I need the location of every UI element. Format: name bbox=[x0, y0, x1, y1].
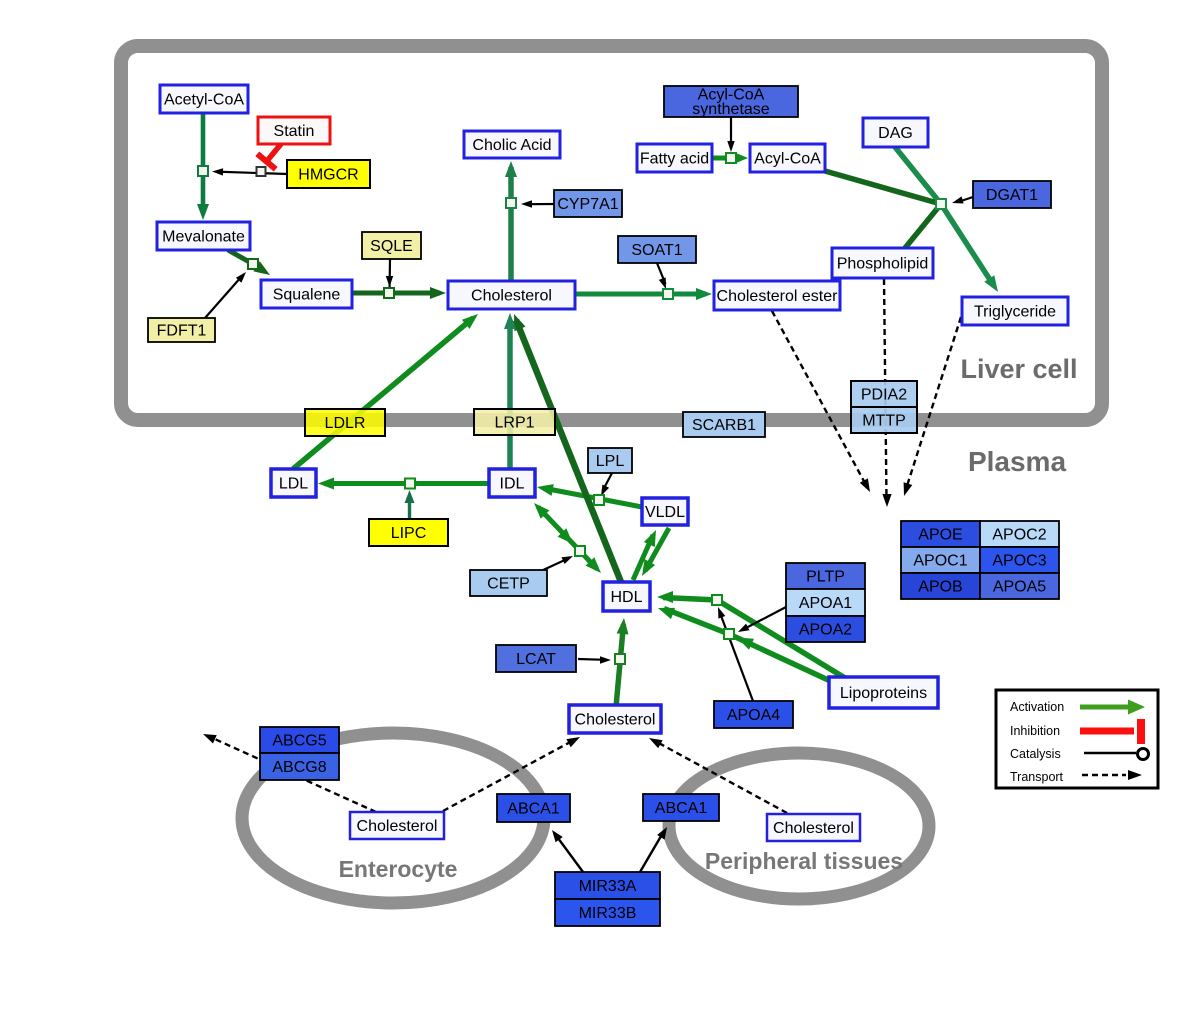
svg-text:Liver cell: Liver cell bbox=[960, 354, 1077, 384]
svg-text:Statin: Statin bbox=[274, 123, 315, 140]
svg-text:Enterocyte: Enterocyte bbox=[339, 856, 458, 882]
svg-text:LPL: LPL bbox=[596, 453, 625, 470]
svg-text:DGAT1: DGAT1 bbox=[986, 187, 1038, 204]
svg-text:Cholic Acid: Cholic Acid bbox=[472, 137, 551, 154]
svg-text:APOC2: APOC2 bbox=[992, 527, 1046, 544]
svg-text:APOA1: APOA1 bbox=[799, 595, 852, 612]
svg-text:LIPC: LIPC bbox=[391, 525, 427, 542]
svg-text:HDL: HDL bbox=[610, 589, 642, 606]
svg-text:MIR33A: MIR33A bbox=[579, 878, 637, 895]
svg-text:Lipoproteins: Lipoproteins bbox=[840, 685, 927, 702]
svg-text:Fatty acid: Fatty acid bbox=[640, 151, 709, 168]
svg-text:Plasma: Plasma bbox=[968, 446, 1066, 477]
svg-text:Cholesterol: Cholesterol bbox=[575, 712, 656, 729]
svg-text:Acyl-CoA: Acyl-CoA bbox=[698, 87, 765, 104]
svg-text:Triglyceride: Triglyceride bbox=[974, 304, 1056, 321]
svg-text:CETP: CETP bbox=[487, 576, 530, 593]
svg-text:Acetyl-CoA: Acetyl-CoA bbox=[164, 92, 244, 109]
svg-text:CYP7A1: CYP7A1 bbox=[557, 196, 618, 213]
svg-text:MIR33B: MIR33B bbox=[579, 905, 637, 922]
svg-text:HMGCR: HMGCR bbox=[298, 167, 358, 184]
svg-text:ABCG5: ABCG5 bbox=[272, 733, 326, 750]
svg-text:SOAT1: SOAT1 bbox=[631, 242, 682, 259]
svg-text:Transport: Transport bbox=[1010, 770, 1064, 784]
svg-text:Activation: Activation bbox=[1010, 700, 1064, 714]
svg-text:DAG: DAG bbox=[878, 125, 913, 142]
svg-text:SCARB1: SCARB1 bbox=[692, 417, 756, 434]
svg-text:MTTP: MTTP bbox=[862, 413, 906, 430]
svg-text:PLTP: PLTP bbox=[806, 569, 845, 586]
svg-text:LDL: LDL bbox=[279, 476, 308, 493]
svg-text:Mevalonate: Mevalonate bbox=[162, 229, 245, 246]
svg-text:ABCA1: ABCA1 bbox=[655, 800, 708, 817]
svg-text:APOA2: APOA2 bbox=[799, 622, 852, 639]
svg-text:Catalysis: Catalysis bbox=[1010, 747, 1061, 761]
svg-text:LDLR: LDLR bbox=[325, 415, 366, 432]
svg-text:Cholesterol: Cholesterol bbox=[773, 820, 854, 837]
svg-text:FDFT1: FDFT1 bbox=[157, 323, 207, 340]
svg-text:Squalene: Squalene bbox=[273, 287, 341, 304]
svg-text:APOA4: APOA4 bbox=[727, 707, 780, 724]
svg-text:APOC1: APOC1 bbox=[913, 553, 967, 570]
svg-text:IDL: IDL bbox=[500, 476, 525, 493]
svg-text:synthetase: synthetase bbox=[692, 101, 769, 118]
svg-text:LRP1: LRP1 bbox=[494, 415, 534, 432]
svg-text:APOE: APOE bbox=[918, 527, 962, 544]
svg-text:Peripheral tissues: Peripheral tissues bbox=[705, 848, 903, 874]
svg-text:VLDL: VLDL bbox=[645, 504, 685, 521]
svg-text:APOA5: APOA5 bbox=[993, 579, 1046, 596]
svg-text:APOB: APOB bbox=[918, 579, 962, 596]
svg-text:Acyl-CoA: Acyl-CoA bbox=[754, 151, 821, 168]
svg-text:Cholesterol ester: Cholesterol ester bbox=[717, 288, 839, 305]
svg-text:ABCA1: ABCA1 bbox=[507, 801, 560, 818]
svg-text:SQLE: SQLE bbox=[370, 238, 413, 255]
svg-text:ABCG8: ABCG8 bbox=[272, 759, 326, 776]
svg-text:PDIA2: PDIA2 bbox=[861, 387, 907, 404]
svg-text:Phospholipid: Phospholipid bbox=[837, 256, 929, 273]
svg-text:Cholesterol: Cholesterol bbox=[357, 818, 438, 835]
svg-text:APOC3: APOC3 bbox=[992, 553, 1046, 570]
svg-text:Inhibition: Inhibition bbox=[1010, 724, 1060, 738]
svg-text:LCAT: LCAT bbox=[516, 651, 556, 668]
svg-text:Cholesterol: Cholesterol bbox=[471, 288, 552, 305]
